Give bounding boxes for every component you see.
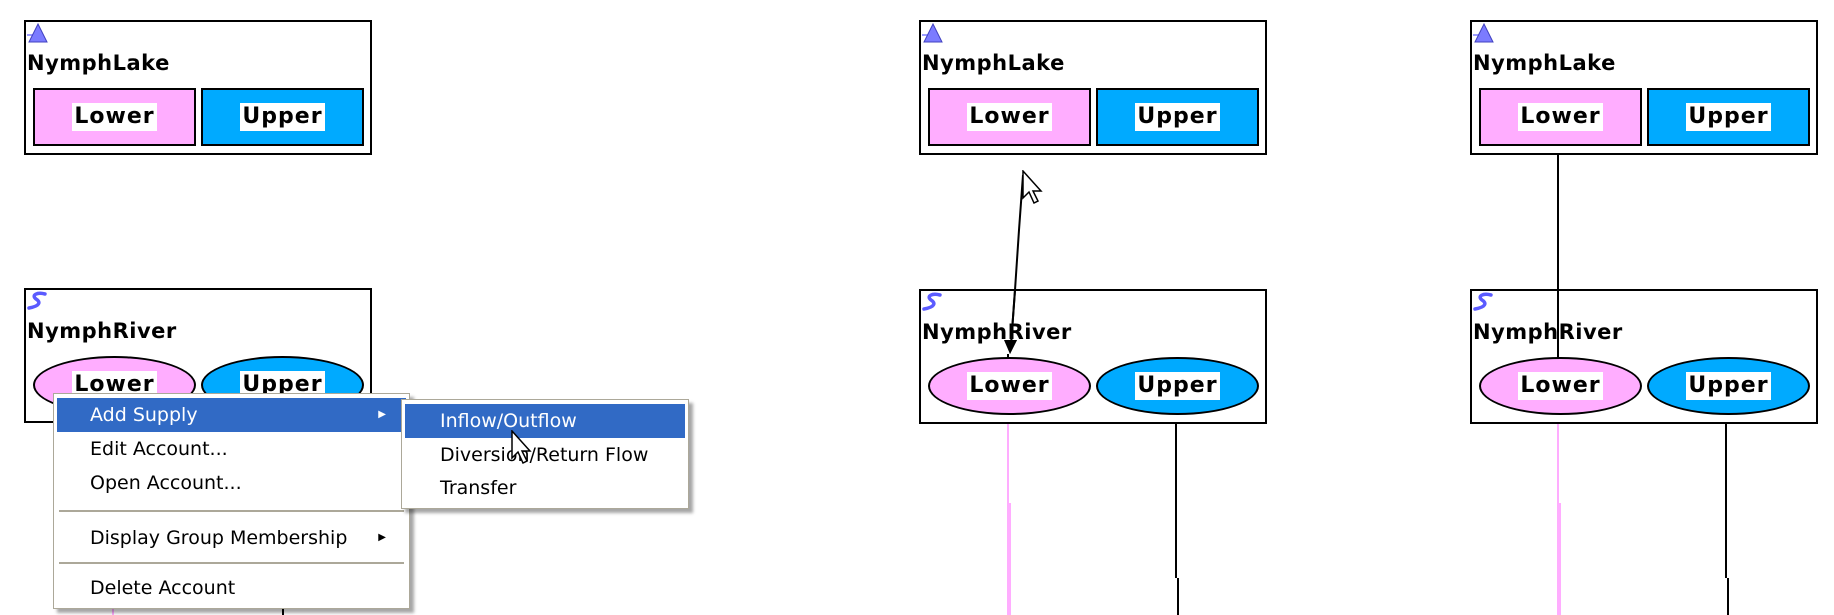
reservoir-account-upper[interactable]: Upper <box>1647 88 1810 146</box>
reservoir-triangle-icon <box>1473 23 1494 43</box>
river-s-icon <box>27 291 47 310</box>
account-label: Lower <box>1518 372 1603 400</box>
menu-separator <box>59 562 404 564</box>
river-name: NymphRiver <box>27 319 177 343</box>
reservoir-name: NymphLake <box>922 51 1065 75</box>
account-label: Upper <box>1686 372 1771 400</box>
river-name: NymphRiver <box>1473 320 1623 344</box>
account-context-menu: Add Supply ▶ Edit Account... Open Accoun… <box>53 393 410 609</box>
submenu-item-inflow-outflow[interactable]: Inflow/Outflow <box>405 404 685 438</box>
submenu-item-transfer[interactable]: Transfer <box>405 471 685 505</box>
menu-item-label: Transfer <box>440 477 517 499</box>
account-label: Upper <box>240 103 325 131</box>
reservoir-triangle-icon <box>27 23 48 43</box>
reservoir-node[interactable]: NymphLake Lower Upper <box>24 20 372 155</box>
reservoir-name: NymphLake <box>27 51 170 75</box>
menu-item-label: Diversion/Return Flow <box>440 444 649 466</box>
river-account-upper[interactable]: Upper <box>1096 357 1259 415</box>
river-s-icon <box>1473 292 1493 311</box>
menu-item-edit-account[interactable]: Edit Account... <box>57 432 406 466</box>
reservoir-node[interactable]: NymphLake Lower Upper <box>919 20 1267 155</box>
menu-item-display-group-membership[interactable]: Display Group Membership ▶ <box>57 521 406 555</box>
account-label: Upper <box>1686 103 1771 131</box>
menu-item-add-supply[interactable]: Add Supply ▶ <box>57 398 406 432</box>
river-node[interactable]: NymphRiver Lower Upper <box>919 289 1267 424</box>
submenu-item-diversion-return-flow[interactable]: Diversion/Return Flow <box>405 438 685 472</box>
add-supply-submenu: Inflow/Outflow Diversion/Return Flow Tra… <box>401 399 689 509</box>
reservoir-account-upper[interactable]: Upper <box>201 88 364 146</box>
submenu-arrow-icon: ▶ <box>378 409 386 420</box>
account-label: Lower <box>967 372 1052 400</box>
submenu-arrow-icon: ▶ <box>378 532 386 543</box>
river-account-lower[interactable]: Lower <box>1479 357 1642 415</box>
account-label: Upper <box>1135 372 1220 400</box>
menu-item-delete-account[interactable]: Delete Account <box>57 571 406 605</box>
menu-item-label: Display Group Membership <box>90 527 348 549</box>
reservoir-account-lower[interactable]: Lower <box>1479 88 1642 146</box>
menu-item-label: Inflow/Outflow <box>440 410 577 432</box>
menu-item-label: Edit Account... <box>90 438 228 460</box>
menu-item-label: Delete Account <box>90 577 236 599</box>
river-account-upper[interactable]: Upper <box>1647 357 1810 415</box>
reservoir-name: NymphLake <box>1473 51 1616 75</box>
river-s-icon <box>922 292 942 311</box>
reservoir-node[interactable]: NymphLake Lower Upper <box>1470 20 1818 155</box>
river-account-lower[interactable]: Lower <box>928 357 1091 415</box>
reservoir-account-upper[interactable]: Upper <box>1096 88 1259 146</box>
account-label: Upper <box>1135 103 1220 131</box>
menu-item-label: Add Supply <box>90 404 198 426</box>
menu-separator <box>59 510 404 512</box>
account-label: Lower <box>1518 103 1603 131</box>
account-label: Lower <box>72 103 157 131</box>
reservoir-triangle-icon <box>922 23 943 43</box>
mouse-cursor-icon <box>511 430 532 465</box>
reservoir-account-lower[interactable]: Lower <box>928 88 1091 146</box>
river-node[interactable]: NymphRiver Lower Upper <box>1470 289 1818 424</box>
menu-item-label: Open Account... <box>90 472 242 494</box>
menu-item-open-account[interactable]: Open Account... <box>57 466 406 500</box>
mouse-cursor-icon <box>1022 170 1043 205</box>
river-name: NymphRiver <box>922 320 1072 344</box>
reservoir-account-lower[interactable]: Lower <box>33 88 196 146</box>
account-label: Lower <box>967 103 1052 131</box>
